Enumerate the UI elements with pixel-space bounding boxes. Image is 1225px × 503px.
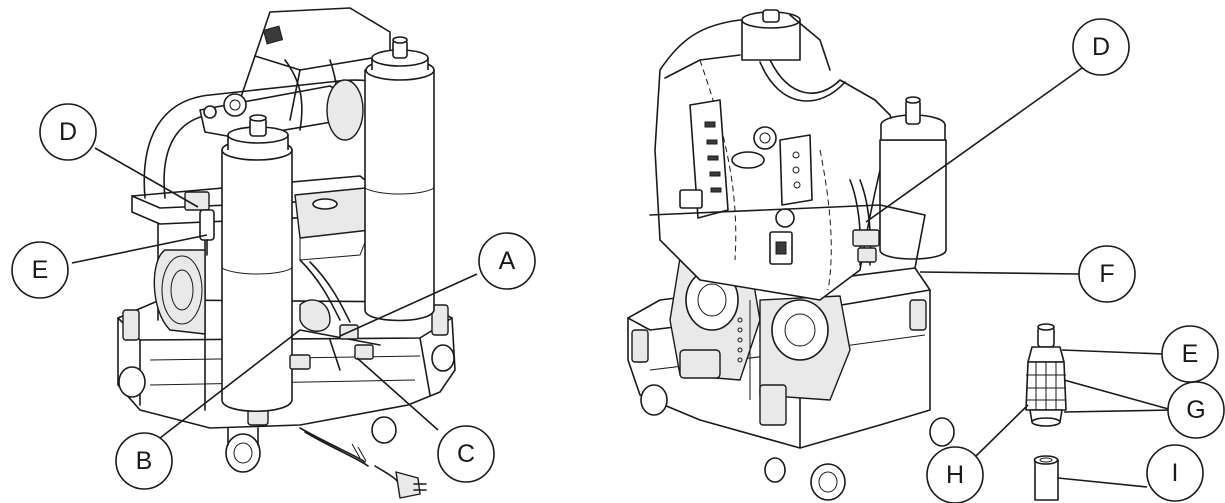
callout-right-D: D (1072, 18, 1130, 76)
callout-left-E: E (11, 241, 69, 299)
callout-label: E (32, 256, 49, 284)
leader-lines (71, 67, 1173, 488)
callout-label: A (499, 247, 516, 275)
filter-parts-illustration (1025, 323, 1067, 501)
right-device-illustration (627, 9, 955, 501)
callout-left-D: D (39, 103, 97, 161)
callout-label: I (1172, 459, 1179, 487)
callout-right-H: H (926, 446, 984, 503)
callout-label: D (1092, 33, 1110, 61)
callout-left-A: A (478, 232, 536, 290)
callout-right-F: F (1078, 245, 1136, 303)
callout-left-C: C (437, 425, 495, 483)
callout-right-E: E (1161, 325, 1219, 383)
callout-label: G (1186, 396, 1205, 424)
callout-label: E (1182, 340, 1199, 368)
callout-label: D (59, 118, 77, 146)
callout-label: F (1099, 260, 1114, 288)
callout-right-G: G (1167, 381, 1225, 439)
left-device-illustration (117, 7, 456, 499)
callout-right-I: I (1146, 444, 1204, 502)
callout-label: C (457, 440, 475, 468)
callout-label: B (136, 447, 153, 475)
callouts: D E A B C D F E (11, 18, 1225, 503)
callout-label: H (946, 461, 964, 489)
callout-left-B: B (115, 432, 173, 490)
